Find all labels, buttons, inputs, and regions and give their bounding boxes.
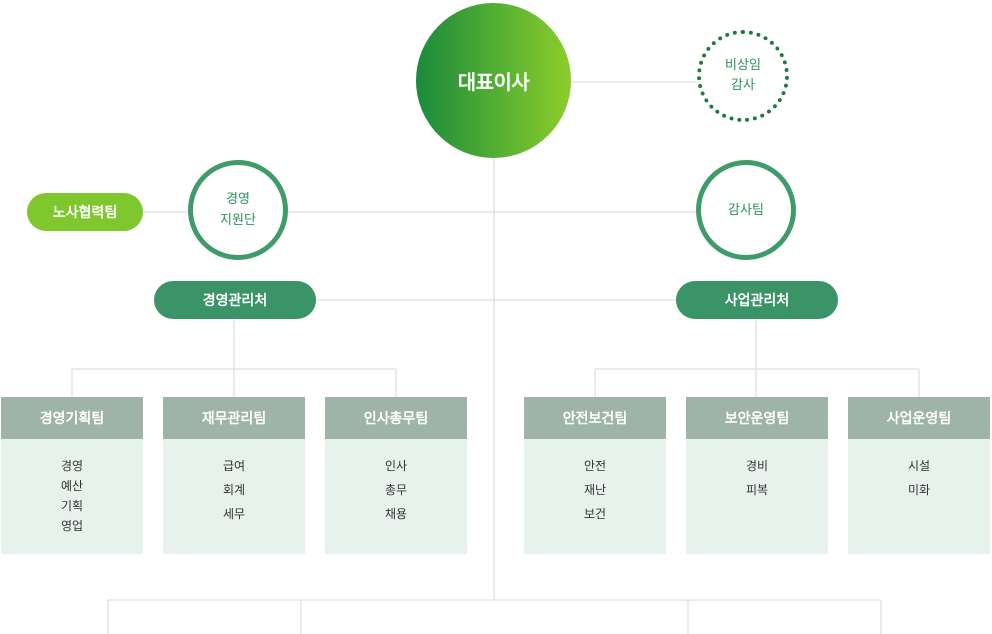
team-duty: 경영: [60, 459, 84, 473]
team-name: 보안운영팀: [686, 397, 828, 439]
business-division-label: 사업관리처: [724, 293, 790, 309]
team-duty: 총무: [384, 483, 408, 497]
team-duty: 안전: [583, 459, 607, 473]
team-duty: 영업: [60, 519, 84, 533]
ceo-label: 대표이사: [457, 70, 530, 94]
team-duty: 보건: [583, 507, 607, 521]
team-duty: 회계: [222, 483, 246, 497]
team-card: 안전보건팀 안전 재난 보건: [524, 397, 666, 554]
auditor-label-line1: 비상임: [725, 58, 761, 73]
business-division-node: 사업관리처: [676, 281, 838, 319]
team-name: 경영기획팀: [1, 397, 143, 439]
team-name: 안전보건팀: [524, 397, 666, 439]
team-duty: 시설: [907, 459, 931, 473]
team-card: 사업운영팀 시설 미화: [848, 397, 990, 554]
management-division-node: 경영관리처: [154, 281, 316, 319]
support-label-line2: 지원단: [220, 213, 256, 228]
team-duty: 미화: [907, 483, 931, 497]
team-card: 재무관리팀 급여 회계 세무: [163, 397, 305, 554]
support-label-line1: 경영: [226, 192, 250, 207]
team-duty: 피복: [745, 483, 769, 497]
management-support-node: 경영 지원단: [188, 160, 288, 260]
team-duty: 급여: [222, 459, 246, 473]
audit-team-label: 감사팀: [728, 202, 764, 218]
team-duty: 기획: [60, 499, 84, 513]
team-name: 인사총무팀: [325, 397, 467, 439]
team-duty: 채용: [384, 507, 408, 521]
team-card: 인사총무팀 인사 총무 채용: [325, 397, 467, 554]
team-card: 보안운영팀 경비 피복: [686, 397, 828, 554]
ceo-node: 대표이사: [416, 3, 571, 158]
team-name: 재무관리팀: [163, 397, 305, 439]
auditor-label-line2: 감사: [731, 78, 755, 93]
team-duty: 예산: [60, 479, 84, 493]
management-division-label: 경영관리처: [202, 293, 268, 309]
team-duty: 재난: [583, 483, 607, 497]
team-card: 경영기획팀 경영 예산 기획 영업: [1, 397, 143, 554]
non-standing-auditor-node: 비상임 감사: [697, 30, 789, 122]
labor-team-node: 노사협력팀: [27, 193, 143, 231]
labor-team-label: 노사협력팀: [52, 205, 118, 221]
team-duty: 경비: [745, 459, 769, 473]
audit-team-node: 감사팀: [696, 160, 796, 260]
team-duty: 인사: [384, 459, 408, 473]
team-duty: 세무: [222, 507, 246, 521]
team-name: 사업운영팀: [848, 397, 990, 439]
